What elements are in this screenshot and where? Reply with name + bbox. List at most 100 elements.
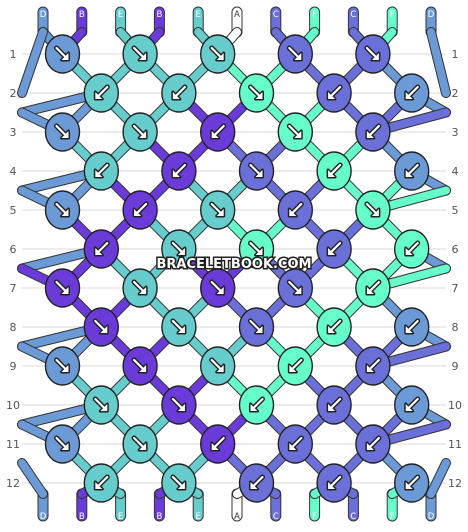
knot bbox=[394, 385, 430, 425]
knot bbox=[238, 463, 275, 503]
knot bbox=[394, 151, 430, 191]
knot-arrow-icon bbox=[173, 85, 186, 99]
knot-arrow-icon bbox=[365, 202, 378, 216]
knot-layer bbox=[44, 34, 430, 503]
row-number-left: 4 bbox=[10, 165, 17, 178]
knot-arrowhead bbox=[255, 248, 263, 255]
knot bbox=[161, 151, 197, 191]
top-strand-letter: B bbox=[156, 10, 162, 20]
top-strand-letter: A bbox=[234, 10, 240, 20]
knot-arrow-icon bbox=[329, 85, 342, 99]
top-strand-letter: F bbox=[390, 10, 395, 20]
knot-arrow-icon bbox=[171, 319, 184, 333]
row-number-left: 12 bbox=[6, 477, 20, 490]
knot-arrow-icon bbox=[96, 475, 109, 489]
knot-arrow-icon bbox=[55, 46, 68, 60]
row-number-right: 11 bbox=[448, 438, 462, 451]
watermark-text: BRACELETBOOK.COM bbox=[157, 257, 312, 272]
row-number-left: 9 bbox=[10, 360, 17, 373]
knot-arrowhead bbox=[61, 287, 69, 294]
knot bbox=[122, 424, 158, 464]
knot-arrow-icon bbox=[329, 241, 342, 255]
row-number-right: 5 bbox=[452, 204, 459, 217]
knot bbox=[83, 73, 120, 113]
knot-arrowhead bbox=[289, 443, 297, 450]
knot-arrowhead bbox=[255, 326, 263, 333]
knot-arrowhead bbox=[61, 53, 69, 60]
knot bbox=[355, 268, 391, 308]
knot bbox=[316, 463, 352, 503]
knot-arrow-icon bbox=[251, 475, 264, 489]
knot bbox=[355, 424, 391, 464]
knot-arrow-icon bbox=[210, 358, 223, 372]
knot-arrowhead bbox=[216, 287, 224, 294]
knot-arrowhead bbox=[95, 170, 103, 177]
knot-arrow-icon bbox=[290, 202, 303, 216]
knot-arrow-icon bbox=[212, 436, 225, 450]
knot bbox=[83, 151, 120, 191]
top-strand-letter: D bbox=[40, 10, 47, 20]
row-number-right: 12 bbox=[448, 477, 462, 490]
knot-arrow-icon bbox=[55, 436, 68, 450]
knot bbox=[161, 229, 197, 269]
knot bbox=[355, 346, 391, 386]
knot-arrowhead bbox=[366, 287, 374, 294]
knot-arrow-icon bbox=[406, 241, 419, 255]
knot-arrowhead bbox=[328, 248, 336, 255]
knot bbox=[394, 73, 430, 113]
knot-arrowhead bbox=[371, 53, 379, 60]
knot bbox=[161, 463, 197, 503]
knot bbox=[316, 385, 352, 425]
knot-arrow-icon bbox=[96, 85, 109, 99]
knot-arrow-icon bbox=[290, 436, 303, 450]
knot bbox=[83, 229, 120, 269]
knot-arrow-icon bbox=[210, 280, 223, 294]
knot-arrow-icon bbox=[249, 163, 262, 177]
bottom-strand-letter: C bbox=[350, 512, 356, 522]
knot-arrowhead bbox=[216, 365, 224, 372]
knot-arrow-icon bbox=[249, 319, 262, 333]
knot-arrowhead bbox=[328, 92, 336, 99]
knot-arrowhead bbox=[139, 287, 147, 294]
row-number-left: 5 bbox=[10, 204, 17, 217]
knot-arrowhead bbox=[172, 170, 180, 177]
strand-segment bbox=[18, 459, 47, 498]
knot-arrow-icon bbox=[329, 475, 342, 489]
knot-arrow-icon bbox=[55, 358, 68, 372]
knot-arrow-icon bbox=[329, 397, 342, 411]
knot-arrowhead bbox=[366, 131, 374, 138]
knot-arrowhead bbox=[250, 482, 258, 489]
knot-arrow-icon bbox=[367, 280, 380, 294]
row-number-right: 6 bbox=[452, 243, 459, 256]
knot bbox=[277, 346, 313, 386]
top-strand-letter: E bbox=[118, 10, 123, 20]
knot-arrow-icon bbox=[288, 46, 301, 60]
knot bbox=[277, 424, 313, 464]
knot bbox=[238, 73, 275, 113]
top-strand-letter: C bbox=[350, 10, 356, 20]
knot bbox=[199, 34, 236, 74]
knot bbox=[44, 424, 81, 464]
row-number-left: 7 bbox=[10, 282, 17, 295]
knot bbox=[199, 424, 236, 464]
knot-arrow-icon bbox=[365, 46, 378, 60]
knot-arrow-icon bbox=[133, 358, 146, 372]
bottom-strand-letter: E bbox=[196, 512, 201, 522]
knot-arrow-icon bbox=[406, 319, 419, 333]
knot-arrowhead bbox=[328, 482, 336, 489]
knot bbox=[199, 268, 236, 308]
strand-segment bbox=[427, 28, 450, 97]
knot bbox=[161, 385, 197, 425]
knot-arrowhead bbox=[405, 404, 413, 411]
knot-arrow-icon bbox=[94, 397, 107, 411]
knot bbox=[355, 112, 391, 152]
knot-arrow-icon bbox=[329, 163, 342, 177]
knot bbox=[161, 73, 197, 113]
bottom-strand-letter: C bbox=[273, 512, 279, 522]
knot-arrowhead bbox=[139, 365, 147, 372]
knot-arrowhead bbox=[100, 404, 108, 411]
knot-arrow-icon bbox=[367, 358, 380, 372]
knot bbox=[83, 463, 120, 503]
